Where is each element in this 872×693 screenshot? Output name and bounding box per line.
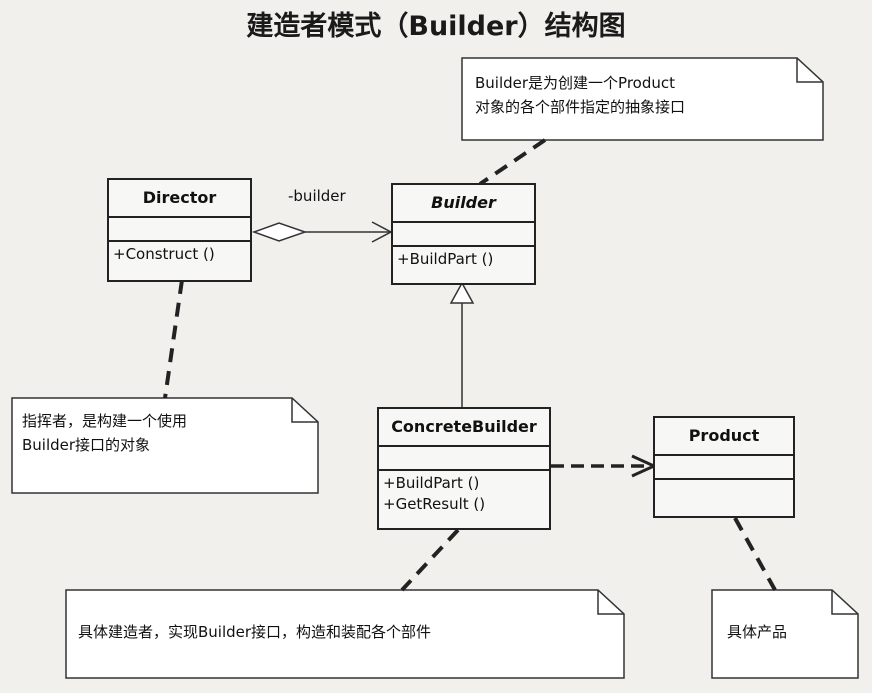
class-operations — [655, 480, 793, 482]
builder-note-shape — [461, 57, 824, 141]
product-note-shape — [711, 589, 859, 679]
note-line: Builder接口的对象 — [22, 436, 151, 454]
class-name: Product — [655, 418, 793, 456]
note-line: 对象的各个部件指定的抽象接口 — [475, 98, 686, 116]
operation: +BuildPart () — [383, 474, 480, 492]
class-attributes — [379, 447, 549, 471]
class-director: Director +Construct () — [107, 178, 252, 282]
note-line: 具体产品 — [727, 623, 788, 641]
concrete-note-shape — [65, 589, 625, 679]
operation: +GetResult () — [383, 495, 486, 513]
class-name: Builder — [393, 185, 534, 223]
class-operations: +BuildPart () — [393, 247, 534, 270]
builder-note-connector — [478, 138, 547, 186]
director-note-connector — [163, 279, 184, 399]
note-line: 具体建造者，实现Builder接口，构造和装配各个部件 — [78, 623, 432, 641]
operation: +Construct () — [113, 245, 215, 263]
diagram-title: 建造者模式（Builder）结构图 — [246, 11, 626, 42]
class-product: Product — [653, 416, 795, 518]
operation: +BuildPart () — [397, 250, 494, 268]
director-note-shape — [11, 397, 319, 494]
class-name: Director — [109, 180, 250, 218]
class-operations: +BuildPart () +GetResult () — [379, 471, 549, 515]
note-line: 指挥者，是构建一个使用 — [22, 412, 188, 430]
class-builder: Builder +BuildPart () — [391, 183, 536, 285]
class-attributes — [393, 223, 534, 247]
class-operations: +Construct () — [109, 242, 250, 265]
class-attributes — [109, 218, 250, 242]
association-label: -builder — [288, 187, 346, 205]
class-concrete-builder: ConcreteBuilder +BuildPart () +GetResult… — [377, 407, 551, 530]
note-line: Builder是为创建一个Product — [475, 74, 676, 92]
product-note-connector — [733, 517, 777, 591]
concrete-note-connector — [400, 528, 460, 592]
aggregation-diamond — [251, 222, 308, 242]
generalization-triangle — [449, 281, 475, 304]
class-name: ConcreteBuilder — [379, 409, 549, 447]
class-attributes — [655, 456, 793, 480]
